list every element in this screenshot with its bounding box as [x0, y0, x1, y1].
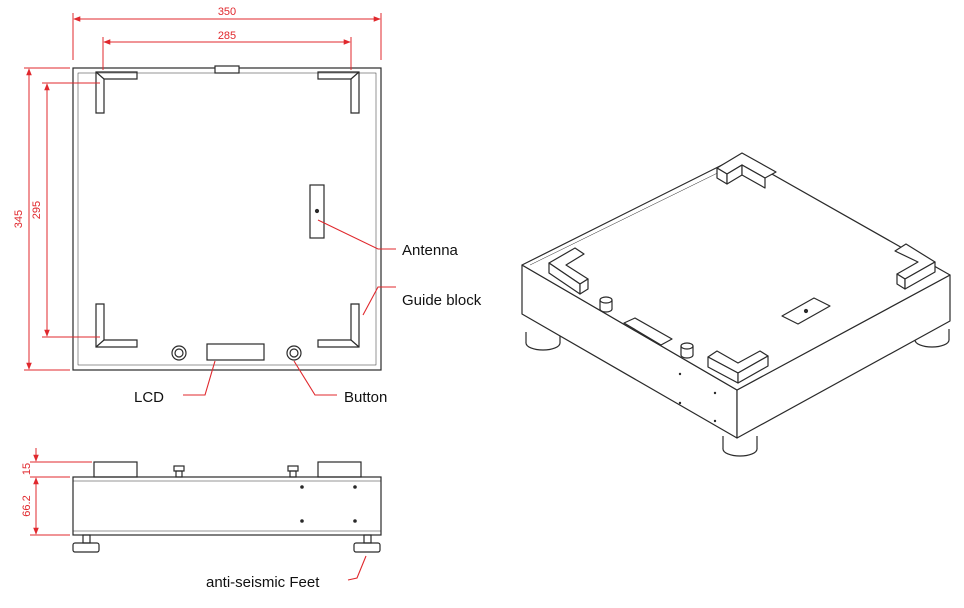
side-guide-block-right	[317, 461, 362, 478]
dim-outer-width: 350	[218, 6, 236, 18]
iso-guide-block-front	[707, 350, 769, 384]
label-button: Button	[344, 389, 387, 406]
side-view-body	[72, 476, 382, 536]
iso-guide-block-back	[716, 152, 777, 189]
label-lcd: LCD	[134, 389, 164, 406]
guide-block-bottom-right	[317, 303, 360, 348]
iso-foot-left	[525, 332, 561, 351]
dim-inner-height: 295	[31, 201, 43, 219]
label-anti-seismic-feet: anti-seismic Feet	[206, 574, 320, 591]
iso-foot-front	[722, 436, 758, 457]
guide-block-bottom-left	[95, 303, 138, 348]
side-view	[72, 461, 382, 553]
dim-side-height: 66.2	[21, 495, 33, 516]
dim-outer-height: 345	[13, 210, 25, 228]
label-guide-block: Guide block	[402, 292, 482, 309]
lcd-window	[206, 343, 265, 361]
iso-guide-block-right	[894, 243, 936, 290]
guide-block-top-left	[95, 71, 138, 114]
button-left	[171, 345, 187, 361]
side-foot-right	[353, 534, 381, 553]
iso-button-right	[680, 342, 694, 359]
top-handle	[214, 65, 240, 74]
dim-top-height: 15	[21, 463, 33, 475]
guide-block-top-right	[317, 71, 360, 114]
top-view	[72, 65, 382, 371]
button-right	[286, 345, 302, 361]
iso-lcd-window	[623, 317, 673, 346]
side-foot-left	[72, 534, 100, 553]
dim-inner-width: 285	[218, 30, 236, 42]
label-antenna: Antenna	[402, 242, 459, 259]
iso-guide-block-left	[548, 247, 589, 295]
iso-button-left	[599, 296, 613, 313]
top-view-outline	[72, 67, 382, 371]
iso-top-face	[521, 155, 951, 391]
isometric-view	[521, 152, 951, 457]
antenna-slot	[309, 184, 325, 239]
side-guide-block-left	[93, 461, 138, 478]
